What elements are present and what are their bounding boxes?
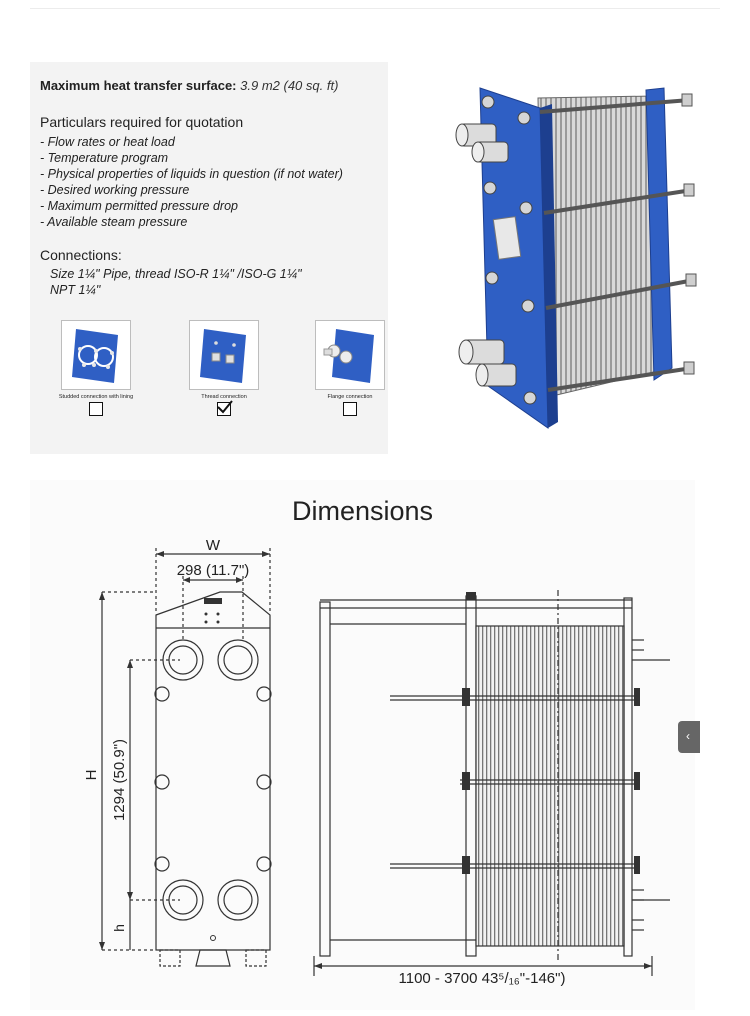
studded-connection-image — [61, 320, 131, 390]
option-thread: Thread connection — [176, 320, 272, 416]
option-checkbox-studded[interactable] — [89, 402, 103, 416]
option-label: Studded connection with lining — [58, 394, 134, 400]
dimensions-panel: Dimensions — [30, 480, 695, 1010]
option-studded: Studded connection with lining — [48, 320, 144, 416]
connections-line-1: Size 1¼" Pipe, thread ISO-R 1¼" /ISO-G 1… — [50, 267, 302, 281]
connections-spec: Size 1¼" Pipe, thread ISO-R 1¼" /ISO-G 1… — [50, 266, 302, 298]
spec-panel: Maximum heat transfer surface: 3.9 m2 (4… — [30, 62, 388, 454]
quotation-title: Particulars required for quotation — [40, 114, 244, 130]
option-flange: Flange connection — [302, 320, 398, 416]
quotation-item: - Physical properties of liquids in ques… — [40, 167, 343, 181]
connections-title: Connections: — [40, 247, 122, 263]
max-surface-line: Maximum heat transfer surface: 3.9 m2 (4… — [40, 78, 338, 93]
top-strip — [30, 0, 720, 9]
quotation-item: - Temperature program — [40, 151, 169, 165]
connections-line-2: NPT 1¼" — [50, 283, 101, 297]
heat-exchanger-photo — [440, 68, 718, 430]
option-checkbox-thread[interactable] — [217, 400, 233, 416]
option-label: Thread connection — [201, 394, 247, 400]
quotation-list: - Flow rates or heat load - Temperature … — [40, 134, 343, 230]
dimensions-drawing: W 298 (11.7") H 1294 (50.9") h — [83, 537, 670, 987]
flange-connection-image — [315, 320, 385, 390]
w-label: W — [206, 537, 221, 554]
max-surface-value: 3.9 m2 (40 sq. ft) — [240, 78, 339, 93]
w-value: 298 (11.7") — [177, 562, 250, 579]
h-label: H — [83, 770, 100, 781]
dimensions-title: Dimensions — [291, 496, 434, 526]
small-h-label: h — [111, 924, 127, 932]
vertical-value: 1294 (50.9") — [111, 739, 128, 821]
max-surface-label: Maximum heat transfer surface: — [40, 78, 237, 93]
quotation-item: - Maximum permitted pressure drop — [40, 199, 238, 213]
length-value: 1100 - 3700 43⁵/₁₆"-146") — [399, 970, 566, 987]
quotation-item: - Flow rates or heat load — [40, 135, 175, 149]
option-checkbox-flange[interactable] — [343, 402, 357, 416]
quotation-item: - Available steam pressure — [40, 215, 188, 229]
checkmark-icon — [217, 400, 233, 414]
thread-connection-image — [189, 320, 259, 390]
option-label: Flange connection — [327, 394, 373, 400]
quotation-item: - Desired working pressure — [40, 183, 190, 197]
side-scroll-tab[interactable]: ‹ — [678, 721, 700, 753]
chevron-left-icon: ‹ — [686, 729, 690, 743]
